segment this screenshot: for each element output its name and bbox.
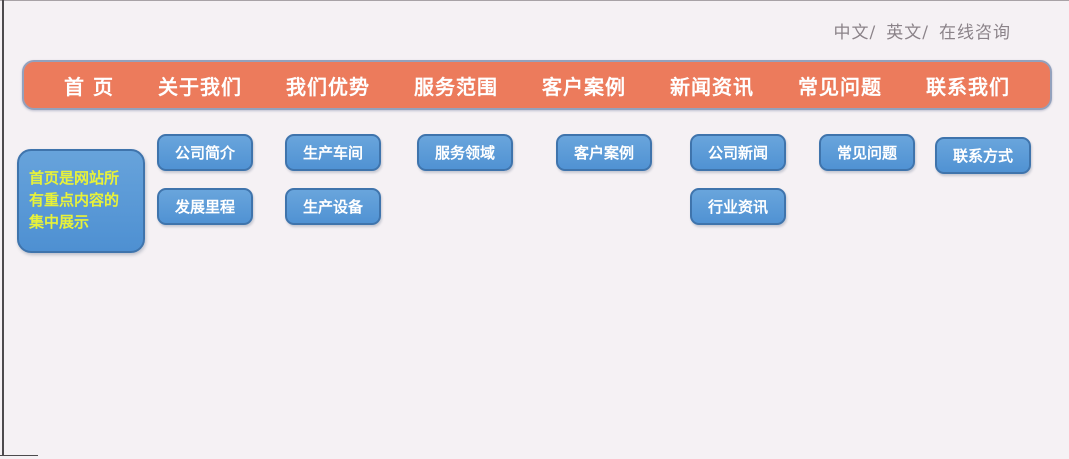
subpage-box-production-equipment[interactable]: 生产设备 bbox=[285, 188, 381, 225]
subpage-box-faq[interactable]: 常见问题 bbox=[819, 134, 915, 171]
nav-item-home[interactable]: 首 页 bbox=[64, 74, 114, 99]
language-switcher: 中文/ 英文/ 在线咨询 bbox=[834, 18, 1011, 43]
subpage-box-company-profile[interactable]: 公司简介 bbox=[157, 134, 253, 171]
nav-item-services[interactable]: 服务范围 bbox=[413, 74, 498, 99]
page-left-border bbox=[2, 0, 4, 456]
nav-item-about[interactable]: 关于我们 bbox=[157, 74, 242, 99]
home-note-box[interactable]: 首页是网站所有重点内容的集中展示 bbox=[17, 149, 145, 253]
online-consult-link[interactable]: 在线咨询 bbox=[939, 23, 1011, 43]
subpage-box-industry-news[interactable]: 行业资讯 bbox=[690, 188, 786, 225]
subpage-box-customer-cases[interactable]: 客户案例 bbox=[556, 134, 652, 171]
subpage-box-contact-info[interactable]: 联系方式 bbox=[935, 137, 1031, 174]
nav-item-advantages[interactable]: 我们优势 bbox=[285, 74, 370, 99]
lang-english-link[interactable]: 英文/ bbox=[886, 23, 929, 43]
subpage-box-production-workshop[interactable]: 生产车间 bbox=[285, 134, 381, 171]
page-bottom-left-corner-border bbox=[0, 455, 38, 456]
page-top-border bbox=[0, 0, 1069, 1]
subpage-box-development-milestones[interactable]: 发展里程 bbox=[157, 188, 253, 225]
subpage-box-service-fields[interactable]: 服务领域 bbox=[417, 134, 513, 171]
nav-item-contact[interactable]: 联系我们 bbox=[925, 74, 1010, 99]
lang-chinese-link[interactable]: 中文/ bbox=[833, 23, 877, 43]
subpage-box-company-news[interactable]: 公司新闻 bbox=[690, 134, 786, 171]
nav-item-faq[interactable]: 常见问题 bbox=[797, 74, 882, 99]
main-navbar: 首 页 关于我们 我们优势 服务范围 客户案例 新闻资讯 常见问题 联系我们 bbox=[22, 60, 1052, 110]
nav-item-cases[interactable]: 客户案例 bbox=[541, 74, 626, 99]
nav-item-news[interactable]: 新闻资讯 bbox=[669, 74, 754, 99]
